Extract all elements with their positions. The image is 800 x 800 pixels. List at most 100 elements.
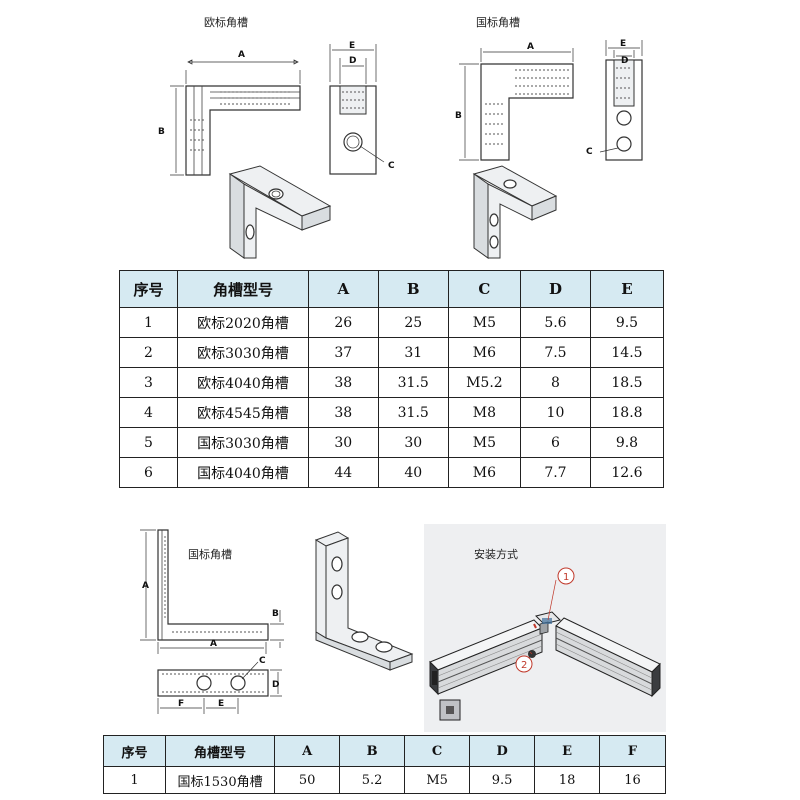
table-cell: 欧标2020角槽 (177, 307, 309, 338)
assembly-drawing: 1 2 (429, 567, 661, 721)
table-cell: M5 (404, 766, 471, 794)
table-cell: 18.8 (589, 397, 665, 428)
table-cell: 4 (118, 397, 179, 428)
dim-label: A (210, 639, 217, 649)
table-cell: 国标4040角槽 (177, 457, 309, 488)
table-cell: 40 (377, 457, 449, 488)
table-cell: 8 (520, 367, 591, 398)
eu-corner-front-view: A B (158, 50, 301, 176)
table-cell: 37 (307, 337, 379, 368)
table-cell: 30 (377, 427, 449, 458)
dim-label: D (349, 56, 356, 66)
gb-corner-front-view: A B (455, 42, 574, 161)
callout-2: 2 (521, 660, 527, 671)
header-cell: D (520, 270, 591, 308)
header-cell: D (469, 735, 536, 767)
gb-corner-side-view: E D C (586, 39, 643, 161)
table-header-row: 序号 角槽型号 A B C D E (118, 270, 665, 308)
header-cell: 序号 (118, 270, 179, 308)
dim-label: B (158, 127, 165, 137)
dim-label: C (259, 656, 266, 666)
table-cell: M6 (447, 457, 522, 488)
table-cell: M5 (447, 307, 522, 338)
header-cell: C (447, 270, 522, 308)
dim-label: E (620, 39, 626, 49)
dim-label: B (272, 609, 279, 619)
table-cell: 6 (520, 427, 591, 458)
dim-label: D (621, 56, 628, 66)
table-cell: 5 (118, 427, 179, 458)
table-cell: 30 (307, 427, 379, 458)
table-cell: 7.7 (520, 457, 591, 488)
header-cell: 角槽型号 (164, 735, 276, 767)
header-cell: B (339, 735, 406, 767)
gb-corner-caption-top: 国标角槽 (476, 16, 520, 29)
table-cell: 欧标4040角槽 (177, 367, 309, 398)
header-cell: 序号 (103, 735, 166, 767)
gb-1530-front-view: A B (140, 529, 284, 648)
gb-1530-bottom-view: C D F E (157, 656, 282, 714)
header-cell: F (599, 735, 666, 767)
installation-illustration: 安装方式 1 2 (424, 524, 666, 732)
dim-label: D (272, 680, 279, 690)
header-cell: C (404, 735, 471, 767)
dim-label: C (586, 147, 593, 157)
dim-label: A (238, 50, 245, 60)
dim-label: A (527, 42, 534, 52)
table-cell: 38 (307, 367, 379, 398)
table-cell: 9.5 (469, 766, 536, 794)
header-cell: E (589, 270, 665, 308)
table-cell: 31.5 (377, 367, 449, 398)
table-cell: M6 (447, 337, 522, 368)
table-cell: 1 (103, 766, 166, 794)
eu-corner-caption: 欧标角槽 (204, 16, 248, 29)
table-cell: 50 (274, 766, 341, 794)
gb-1530-a-dimension: A (157, 639, 267, 654)
table-cell: 欧标3030角槽 (177, 337, 309, 368)
table-cell: 9.8 (589, 427, 665, 458)
header-cell: A (274, 735, 341, 767)
table-cell: 38 (307, 397, 379, 428)
dim-label: B (455, 111, 462, 121)
header-cell: 角槽型号 (177, 270, 309, 308)
table-cell: 3 (118, 367, 179, 398)
table-cell: 26 (307, 307, 379, 338)
header-cell: E (534, 735, 601, 767)
table-cell: M5.2 (447, 367, 522, 398)
table-cell: 1 (118, 307, 179, 338)
table-cell: 欧标4545角槽 (177, 397, 309, 428)
table-cell: 7.5 (520, 337, 591, 368)
table-cell: M5 (447, 427, 522, 458)
table-cell: 国标3030角槽 (177, 427, 309, 458)
eu-corner-3d-view (228, 165, 332, 259)
install-caption: 安装方式 (474, 548, 518, 561)
table-cell: 6 (118, 457, 179, 488)
dim-label: A (142, 581, 149, 591)
table-cell: 国标1530角槽 (164, 766, 276, 794)
table-cell: 14.5 (589, 337, 665, 368)
table-cell: 18 (534, 766, 601, 794)
table-cell: 5.6 (520, 307, 591, 338)
eu-corner-side-view: E D C (329, 41, 395, 175)
dim-label: E (218, 699, 224, 709)
table-cell: 10 (520, 397, 591, 428)
table-cell: 25 (377, 307, 449, 338)
table-cell: 31.5 (377, 397, 449, 428)
header-cell: B (377, 270, 449, 308)
table-cell: M8 (447, 397, 522, 428)
gb-1530-3d-view (314, 531, 414, 671)
gb-corner-caption-bottom: 国标角槽 (188, 548, 232, 561)
table-cell: 16 (599, 766, 666, 794)
table-cell: 18.5 (589, 367, 665, 398)
table-header-row: 序号 角槽型号 A B C D E F (103, 735, 666, 767)
callout-1: 1 (563, 572, 569, 583)
dim-label: E (349, 41, 355, 51)
dim-label: F (178, 699, 184, 709)
